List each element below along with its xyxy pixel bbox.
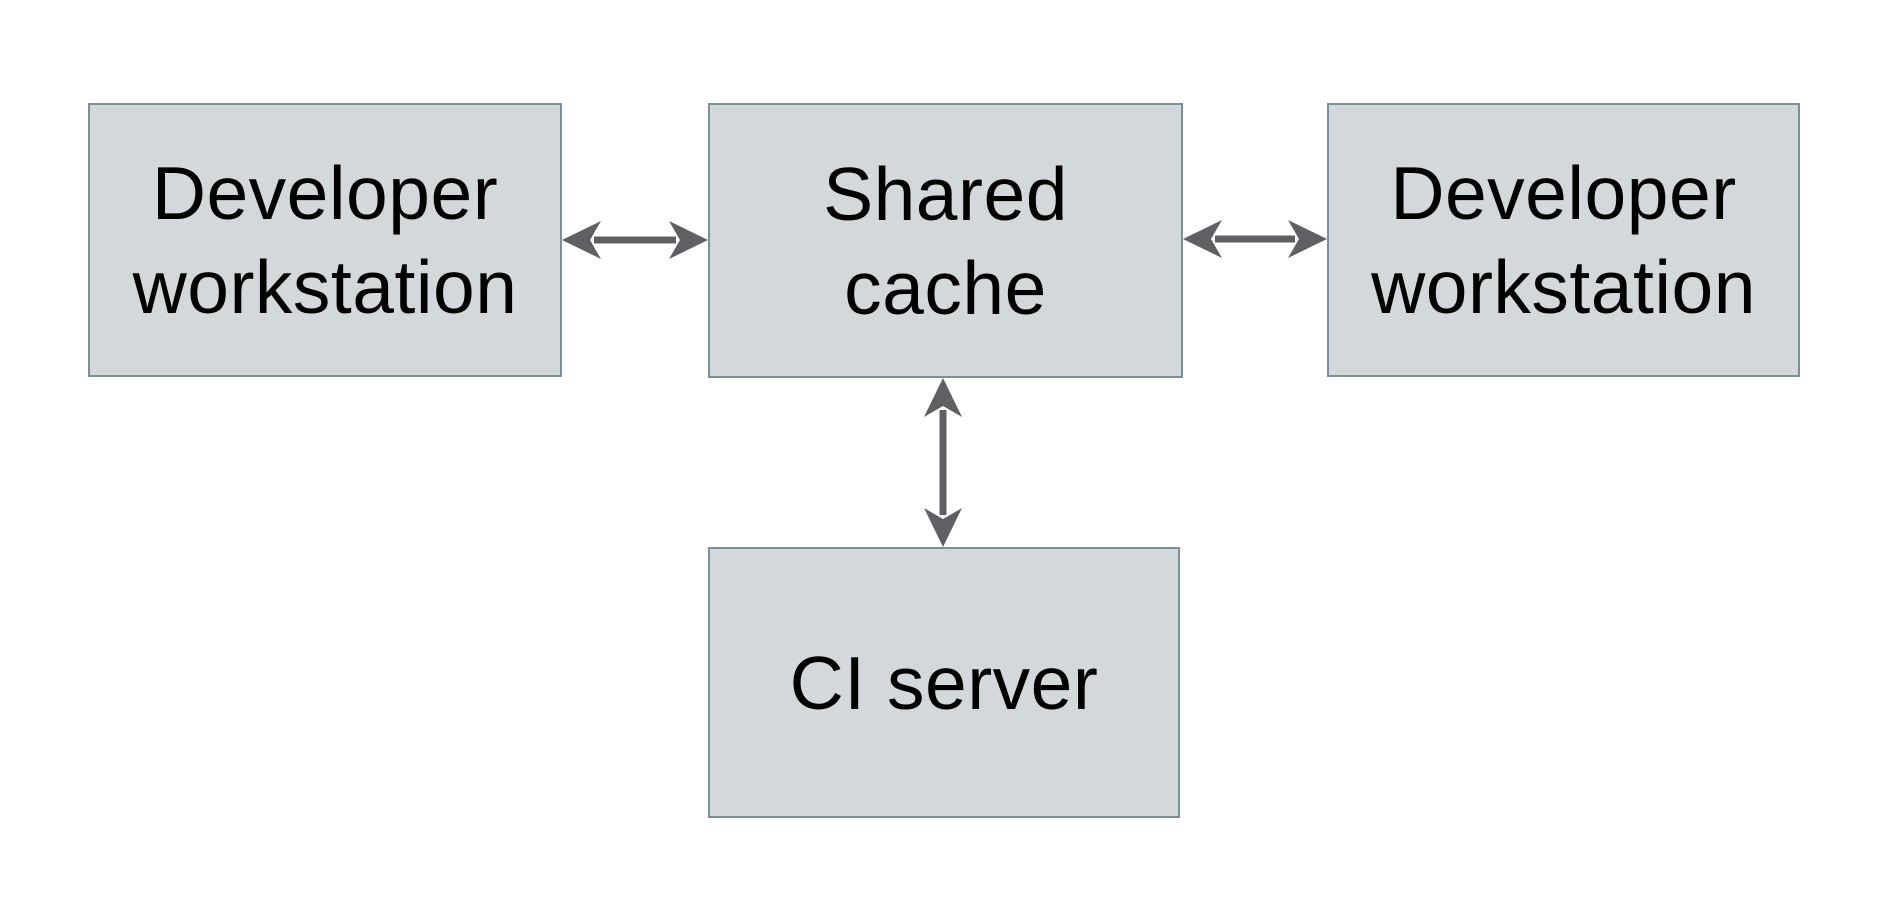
node-developer-workstation-left: Developer workstation — [88, 103, 562, 377]
double-arrow-cache-to-workstation-right — [1181, 217, 1329, 261]
node-developer-workstation-right-label: Developer workstation — [1371, 151, 1756, 329]
node-shared-cache: Shared cache — [708, 103, 1183, 378]
node-developer-workstation-left-label: Developer workstation — [132, 151, 518, 329]
node-ci-server-label: CI server — [789, 640, 1099, 725]
node-developer-workstation-right: Developer workstation — [1327, 103, 1800, 377]
node-shared-cache-label: Shared cache — [823, 151, 1068, 330]
node-ci-server: CI server — [708, 547, 1180, 818]
double-arrow-workstation-left-to-cache — [560, 218, 710, 262]
double-arrow-cache-to-ci-server — [921, 376, 965, 549]
